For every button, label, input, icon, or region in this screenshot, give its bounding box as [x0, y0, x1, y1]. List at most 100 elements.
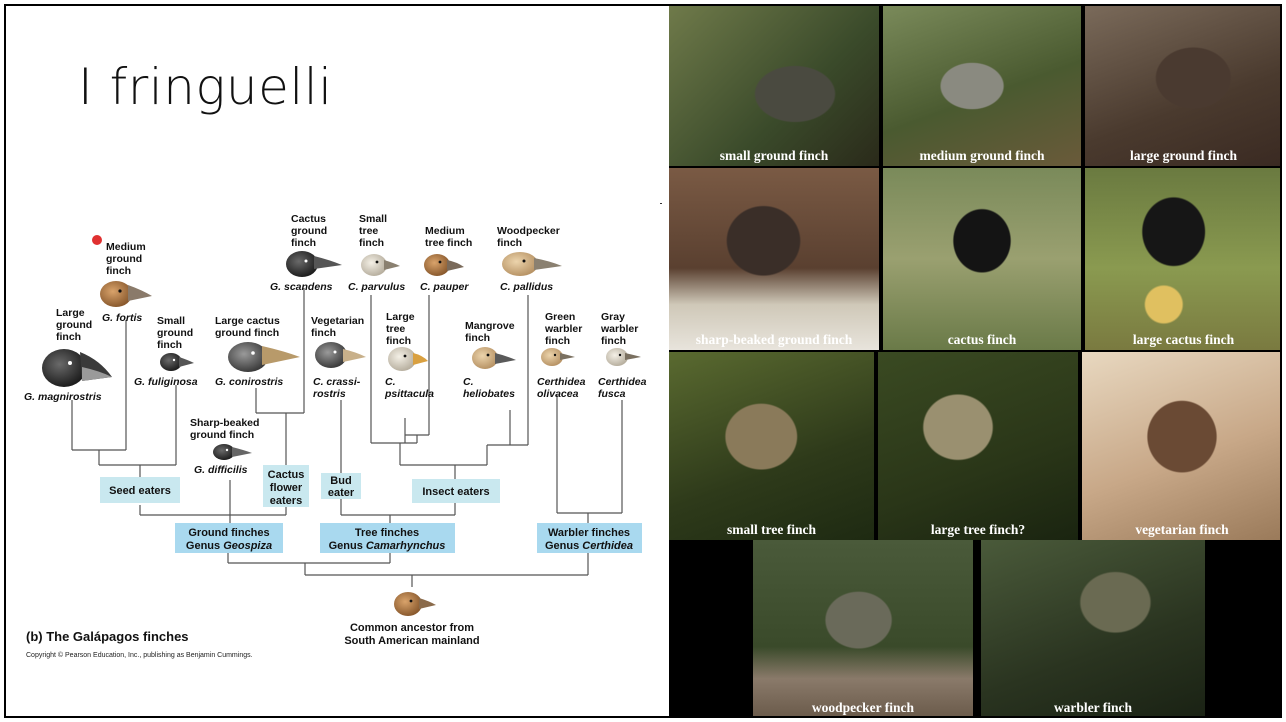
svg-text:rostris: rostris — [313, 388, 346, 400]
photo-warbler-finch: warbler finch — [981, 540, 1205, 718]
species-olivacea: Green warbler finch Certhidea olivacea — [537, 311, 586, 400]
diet-label: Seed eaters — [109, 485, 171, 497]
species-latin-name: C. pallidus — [500, 281, 553, 293]
species-latin-name: C. parvulus — [348, 281, 405, 293]
svg-text:C.: C. — [463, 376, 474, 388]
svg-text:finch: finch — [311, 327, 336, 339]
svg-text:finch: finch — [157, 339, 182, 351]
svg-text:Woodpecker: Woodpecker — [497, 225, 560, 237]
svg-text:Cactus: Cactus — [291, 213, 326, 225]
svg-text:Medium: Medium — [425, 225, 465, 237]
finch-head-icon — [228, 342, 300, 372]
photo-caption: small ground finch — [669, 148, 879, 164]
svg-text:Genus Certhidea: Genus Certhidea — [545, 540, 633, 552]
species-common-name: finch — [465, 332, 490, 344]
finch-head-icon — [42, 349, 112, 387]
diet-insect-eaters: Insect eaters — [412, 479, 500, 503]
finch-head-icon — [502, 252, 562, 276]
species-common-name: tree finch — [425, 237, 472, 249]
diet-label: Cactus — [268, 469, 305, 481]
group-label: Tree finches — [355, 527, 419, 539]
photo-large-ground-finch: large ground finch — [1085, 6, 1282, 166]
svg-text:finch: finch — [291, 237, 316, 249]
photo-large-tree-finch: large tree finch? — [878, 352, 1078, 540]
common-ancestor: Common ancestor from South American main… — [344, 592, 479, 647]
diet-label: eaters — [270, 495, 302, 507]
species-latin-name: G. conirostris — [215, 376, 283, 388]
finch-head-icon — [394, 592, 436, 616]
species-common-name: finch — [106, 265, 131, 277]
ancestor-label: Common ancestor from — [350, 622, 474, 634]
species-common-name: Cactus — [291, 213, 326, 225]
svg-text:Large cactus: Large cactus — [215, 315, 280, 327]
species-conirostris: Large cactus ground finch G. conirostris — [215, 315, 300, 388]
species-common-name: Mangrove — [465, 320, 515, 332]
species-fusca: Gray warbler finch Certhidea fusca — [598, 311, 647, 400]
finch-head-icon — [606, 348, 641, 366]
species-difficilis: Sharp-beaked ground finch G. difficilis — [190, 417, 259, 476]
photo-caption: cactus finch — [883, 332, 1081, 348]
species-common-name: Large cactus — [215, 315, 280, 327]
group-genus: Certhidea — [582, 540, 633, 552]
species-common-name: Medium — [425, 225, 465, 237]
species-common-name: Small — [157, 315, 185, 327]
species-pauper: Medium tree finch C. pauper — [420, 225, 472, 293]
species-common-name: Medium — [106, 241, 146, 253]
svg-text:flower: flower — [270, 482, 303, 494]
species-common-name: finch — [291, 237, 316, 249]
species-common-name: Sharp-beaked — [190, 417, 259, 429]
photo-medium-ground-finch: medium ground finch — [883, 6, 1081, 166]
svg-text:ground: ground — [106, 253, 142, 265]
diet-label: Bud — [330, 475, 351, 487]
photo-caption: large tree finch? — [878, 522, 1078, 538]
svg-text:warbler: warbler — [600, 323, 638, 335]
group-tree-finches: Tree finches Genus Camarhynchus — [320, 523, 455, 553]
species-latin-name: olivacea — [537, 388, 579, 400]
svg-text:eater: eater — [328, 487, 355, 499]
photo-cactus-finch: cactus finch — [883, 168, 1081, 350]
species-latin-name: heliobates — [463, 388, 515, 400]
svg-text:C. crassi-: C. crassi- — [313, 376, 361, 388]
species-common-name: finch — [386, 335, 411, 347]
svg-text:Certhidea: Certhidea — [598, 376, 647, 388]
species-latin-name: G. scandens — [270, 281, 333, 293]
finch-head-icon — [286, 251, 342, 277]
svg-text:ground: ground — [56, 319, 92, 331]
diet-label: flower — [270, 482, 303, 494]
species-common-name: warbler — [600, 323, 638, 335]
svg-text:Bud: Bud — [330, 475, 351, 487]
svg-text:psittacula: psittacula — [384, 388, 434, 400]
svg-text:Genus Camarhynchus: Genus Camarhynchus — [329, 540, 446, 552]
photo-vegetarian-finch: vegetarian finch — [1082, 352, 1282, 540]
svg-text:finch: finch — [56, 331, 81, 343]
svg-text:warbler: warbler — [544, 323, 582, 335]
svg-text:Small: Small — [157, 315, 185, 327]
finch-head-icon — [472, 347, 516, 369]
species-common-name: Vegetarian — [311, 315, 364, 327]
species-common-name: finch — [545, 335, 570, 347]
svg-text:finch: finch — [359, 237, 384, 249]
finch-phylogeny-diagram: Large ground finch G. magnirostris Mediu… — [0, 195, 660, 655]
group-label: Warbler finches — [548, 527, 630, 539]
finch-head-icon — [541, 348, 575, 366]
species-latin-name: C. — [463, 376, 474, 388]
species-common-name: ground finch — [190, 429, 254, 441]
species-common-name: Large — [56, 307, 85, 319]
svg-text:olivacea: olivacea — [537, 388, 579, 400]
svg-text:fusca: fusca — [598, 388, 626, 400]
species-common-name: tree — [386, 323, 405, 335]
photo-caption: small tree finch — [669, 522, 874, 538]
species-latin-name: G. fortis — [102, 312, 142, 324]
species-common-name: finch — [311, 327, 336, 339]
svg-text:Certhidea: Certhidea — [537, 376, 586, 388]
species-common-name: Woodpecker — [497, 225, 560, 237]
species-latin-name: psittacula — [384, 388, 434, 400]
photo-sharp-beaked-ground-finch: sharp-beaked ground finch — [669, 168, 879, 350]
photo-caption: woodpecker finch — [753, 700, 973, 716]
svg-text:tree: tree — [386, 323, 405, 335]
svg-text:C.: C. — [385, 376, 396, 388]
group-genus: Camarhynchus — [366, 540, 445, 552]
slide-title: I fringuelli — [78, 58, 333, 116]
species-scandens: Cactus ground finch G. scandens — [270, 213, 342, 293]
